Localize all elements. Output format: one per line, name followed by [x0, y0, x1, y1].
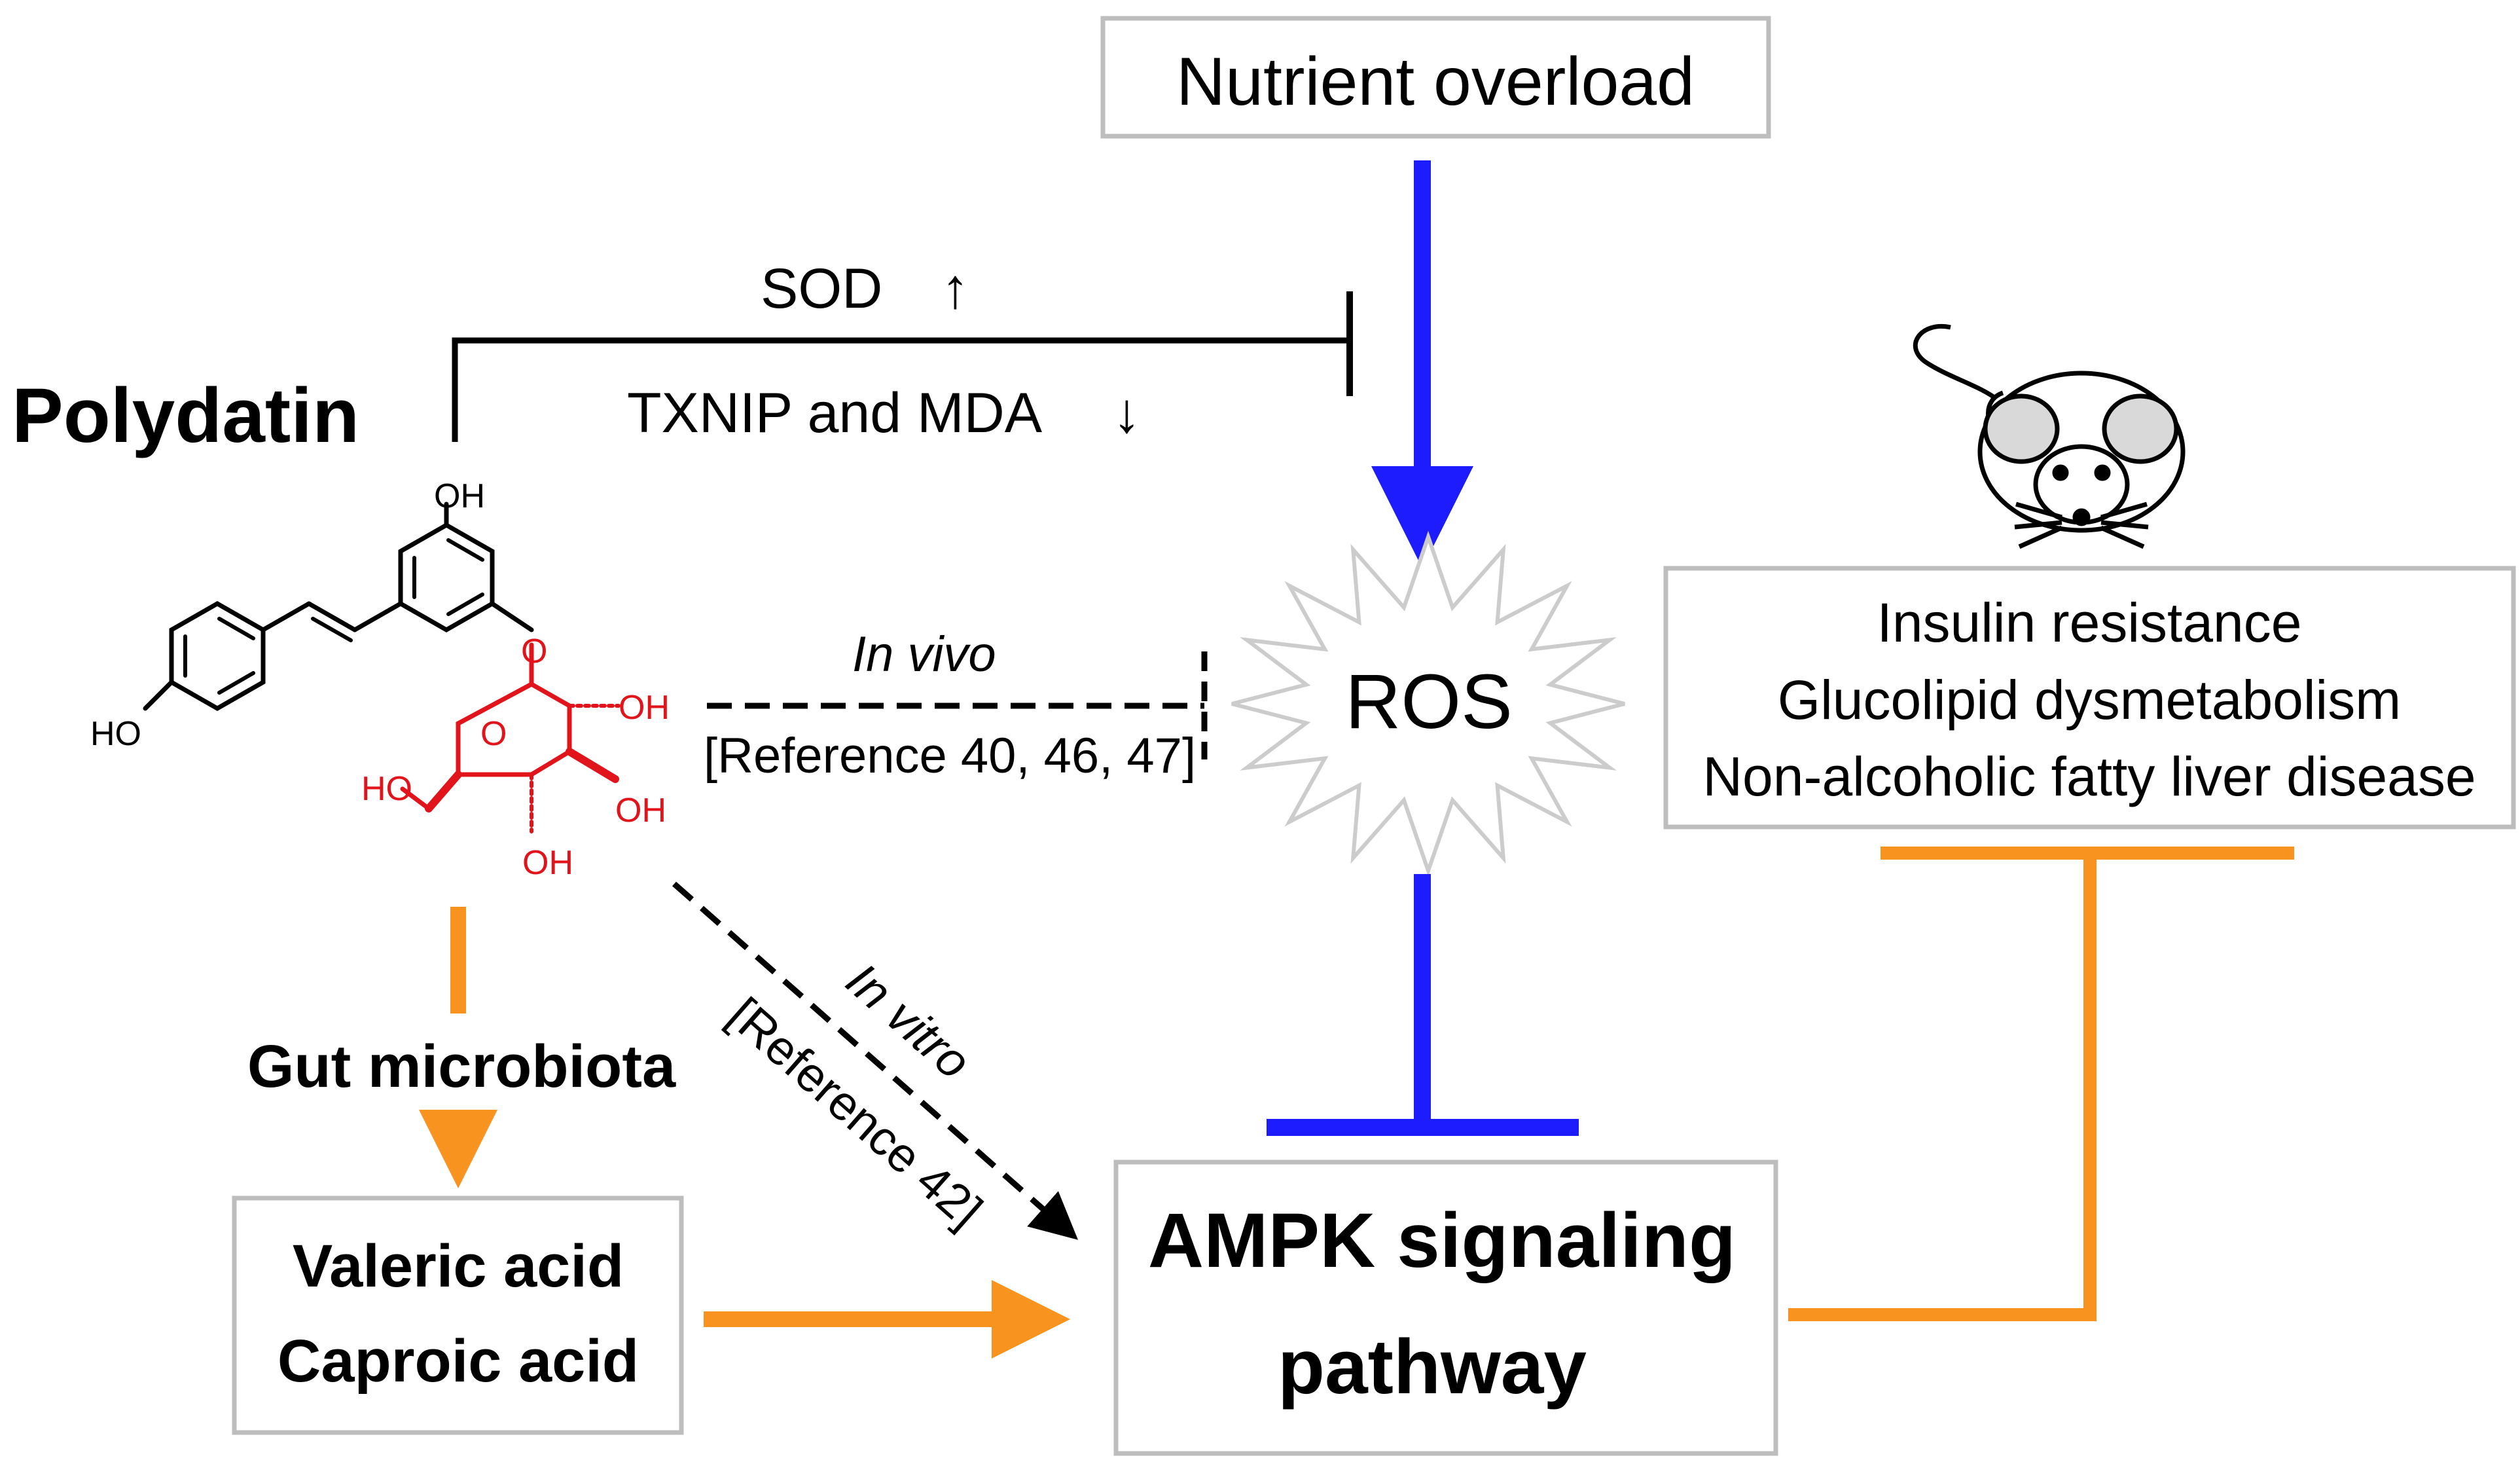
mol-oh-top: OH [434, 477, 485, 515]
polydatin-title: Polydatin [12, 373, 359, 459]
invitro-label: In vitro [836, 953, 981, 1089]
disease-glucolipid: Glucolipid dysmetabolism [1778, 669, 2401, 731]
ampk-label-line1: AMPK signaling [1148, 1197, 1736, 1284]
ampk-label-line2: pathway [1278, 1324, 1587, 1410]
disease-insulin-resistance: Insulin resistance [1877, 592, 2302, 653]
mol-ho-left: HO [90, 715, 141, 753]
polydatin-ros-inhibition [452, 291, 1353, 442]
disease-node: Insulin resistance Glucolipid dysmetabol… [1663, 566, 2516, 830]
caproic-acid-label: Caproic acid [278, 1328, 639, 1395]
nutrient-overload-node: Nutrient overload [1100, 16, 1771, 139]
txnip-mda-label: TXNIP and MDA [627, 382, 1043, 445]
mol-o-link: O [521, 632, 547, 670]
ampk-to-disease-inhibition [1788, 854, 2097, 1321]
gut-microbiota-label: Gut microbiota [247, 1033, 676, 1100]
valeric-acid-label: Valeric acid [293, 1233, 624, 1300]
mol-ho-6: HO [361, 770, 412, 808]
sod-label: SOD [761, 257, 882, 320]
nutrient-overload-label: Nutrient overload [1176, 44, 1695, 120]
sod-up-arrow-icon: ↑ [941, 257, 969, 320]
mouse-icon [1913, 324, 2186, 549]
ros-label: ROS [1345, 659, 1513, 745]
mol-oh-3: OH [522, 844, 573, 882]
ampk-node: AMPK signaling pathway [1113, 1159, 1778, 1456]
disease-nafld: Non-alcoholic fatty liver disease [1702, 746, 2475, 807]
ros-node: ROS [1231, 530, 1625, 877]
mol-oh-2: OH [619, 689, 670, 727]
polydatin-structure [143, 502, 621, 833]
txnip-down-arrow-icon: ↓ [1113, 382, 1141, 445]
invitro-dashed-arrow [672, 881, 1079, 1240]
invivo-label: In vivo [852, 627, 996, 682]
mol-o-ring: O [480, 715, 507, 753]
scfa-node: Valeric acid Caproic acid [232, 1196, 684, 1435]
mol-oh-4: OH [615, 792, 666, 830]
invivo-reference: [Reference 40, 46, 47] [704, 728, 1196, 784]
